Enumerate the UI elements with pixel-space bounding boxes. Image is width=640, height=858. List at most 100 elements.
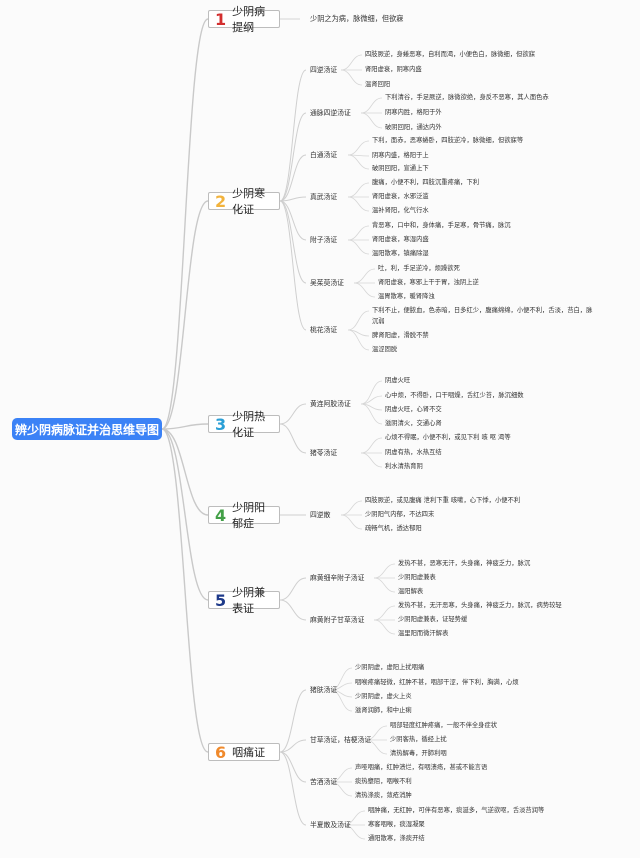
section-number: 3 bbox=[215, 414, 227, 434]
sub-branch-line bbox=[279, 112, 307, 202]
leaf-line bbox=[340, 500, 363, 516]
leaf-line bbox=[340, 514, 363, 530]
leaf-text: 四肢厥逆，身蜷恶寒，自利而渴，小便色白，脉微细，但欲寐 bbox=[365, 51, 536, 58]
leaf-line bbox=[360, 452, 383, 468]
sub-branch-line bbox=[279, 577, 307, 601]
section-number: 2 bbox=[215, 191, 227, 211]
leaf-line bbox=[373, 563, 396, 579]
leaf-text: 滋肾润肺，和中止痢 bbox=[355, 707, 412, 714]
leaf-line bbox=[365, 725, 388, 741]
leaf-line bbox=[347, 182, 370, 198]
sub-branch-line bbox=[279, 423, 307, 454]
leaf-text: 下利，面赤，恶寒蜷卧，四肢逆冷，脉微细，但欲寐等 bbox=[372, 137, 524, 144]
leaf-line bbox=[360, 112, 383, 129]
leaf-line bbox=[347, 239, 370, 255]
leaf-line bbox=[365, 739, 388, 755]
leaf-text: 温阳解表 bbox=[398, 588, 424, 595]
leaf-line bbox=[360, 380, 383, 405]
sub-branch-line bbox=[279, 196, 307, 202]
sub-node: 猪苓汤证 bbox=[310, 449, 338, 457]
leaf-line bbox=[347, 140, 370, 156]
section-label: 咽痛证 bbox=[232, 746, 266, 759]
leaf-text: 少阴阳气内郁，不达四末 bbox=[365, 511, 435, 518]
leaf-text: 咽肿痛，无红肿，可伴有恶寒，痰涎多，气逆欲呕，舌淡苔润等 bbox=[368, 807, 545, 814]
leaf-text: 清热解毒，开肺利咽 bbox=[390, 750, 447, 757]
leaf-line bbox=[373, 605, 396, 621]
sub-branch-line bbox=[279, 751, 307, 826]
leaf-text: 肾阳虚衰，寒湿内盛 bbox=[372, 236, 429, 243]
leaf-line bbox=[340, 69, 363, 86]
leaf-text: 心烦不得眠，小便不利，或见下利 咳 呕 渴等 bbox=[385, 434, 511, 441]
leaf-text: 利水清热育阴 bbox=[385, 463, 423, 470]
leaf-line bbox=[330, 781, 353, 797]
sub-node: 真武汤证 bbox=[310, 193, 338, 201]
sub-node: 麻黄附子甘草汤证 bbox=[310, 616, 365, 624]
branch-line bbox=[161, 200, 209, 430]
leaf-line bbox=[340, 54, 363, 71]
leaf-line bbox=[330, 689, 353, 712]
leaf-line bbox=[347, 225, 370, 241]
leaf-text: 阴虚有热，水热互结 bbox=[385, 449, 442, 456]
sub-node: 附子汤证 bbox=[310, 236, 338, 244]
sub-node: 半夏散及汤证 bbox=[310, 821, 351, 829]
leaf-line bbox=[373, 577, 396, 593]
leaf-line bbox=[330, 667, 353, 691]
leaf-text: 下利不止，便脓血，色赤暗，日多红少，腹痛绵绵，小便不利，舌淡，苔白，脉 bbox=[372, 307, 593, 314]
leaf-text: 发热不甚，无汗恶寒，头身痛，神疲乏力，脉沉，病势较轻 bbox=[398, 602, 562, 609]
leaf-text: 沉弱 bbox=[372, 318, 385, 325]
sub-branch-line bbox=[279, 200, 307, 284]
sub-branch-line bbox=[279, 69, 307, 202]
leaf-text: 温肾回阳 bbox=[365, 81, 391, 88]
sub-node: 白通汤证 bbox=[310, 151, 338, 159]
leaf-text: 破阴回阳，通达内外 bbox=[385, 124, 442, 131]
leaf-text: 咽喉疼痛轻微，红肿不甚，咽部干涩，伴下利，胸满，心烦 bbox=[355, 679, 519, 686]
root-title[interactable]: 辨少阴病脉证并治思维导图 bbox=[12, 418, 162, 440]
sub-node: 四逆散 bbox=[310, 511, 331, 519]
sub-branch-line bbox=[279, 599, 307, 621]
leaf-text: 温里阳而微汗解表 bbox=[398, 630, 449, 637]
section-node[interactable]: 6 咽痛证 bbox=[208, 742, 280, 762]
section-label: 少阴兼表证 bbox=[232, 586, 266, 615]
leaf-line bbox=[353, 268, 376, 284]
leaf-line bbox=[330, 767, 353, 783]
leaf-text: 阴寒内盛，格阳于上 bbox=[372, 152, 429, 159]
section-note: 少阴之为病，脉微细，但欲寐 bbox=[310, 14, 404, 23]
leaf-text: 脾肾阳虚，滑脱不禁 bbox=[372, 332, 429, 339]
leaf-text: 肾阳虚衰，水邪泛滥 bbox=[372, 193, 429, 200]
leaf-text: 温涩固脱 bbox=[372, 346, 398, 353]
sub-node: 猪肤汤证 bbox=[310, 686, 338, 694]
section-label: 少阴阳郁症 bbox=[232, 501, 266, 530]
section-label: 少阴寒化证 bbox=[232, 187, 266, 216]
sub-node: 麻黄细辛附子汤证 bbox=[310, 574, 365, 582]
sub-branch-line bbox=[279, 689, 307, 753]
leaf-text: 四肢厥逆，或见腹痛 泄利下重 咳嗽，心下悸，小便不利 bbox=[365, 497, 521, 504]
section-number: 6 bbox=[215, 742, 227, 762]
section-label: 少阴病提纲 bbox=[232, 5, 266, 34]
leaf-text: 少阴客热，循经上扰 bbox=[390, 736, 447, 743]
leaf-text: 肾阳虚衰，寒邪上干于胃，浊阴上逆 bbox=[378, 279, 479, 286]
sub-branch-line bbox=[279, 739, 307, 753]
section-number: 4 bbox=[215, 505, 227, 525]
leaf-text: 痰热壅阻，咽喉不利 bbox=[355, 778, 412, 785]
leaf-text: 清热涤痰，敛疮消肿 bbox=[355, 792, 412, 799]
leaf-line bbox=[373, 619, 396, 635]
sub-node: 四逆汤证 bbox=[310, 66, 338, 74]
leaf-text: 阴寒内胜，格阳于外 bbox=[385, 109, 442, 116]
sub-node: 通脉四逆汤证 bbox=[310, 109, 351, 117]
leaf-text: 少阴阳虚兼表，证轻势缓 bbox=[398, 616, 468, 623]
branch-line bbox=[161, 428, 209, 753]
sub-node: 黄连阿胶汤证 bbox=[310, 400, 351, 408]
leaf-text: 吐，利，手足逆冷，烦躁欲死 bbox=[378, 265, 460, 272]
leaf-text: 阴虚火旺，心肾不交 bbox=[385, 406, 442, 413]
leaf-text: 破阴回阳，宣通上下 bbox=[372, 165, 429, 172]
sub-branch-line bbox=[279, 200, 307, 331]
section-number: 1 bbox=[215, 9, 227, 29]
leaf-line bbox=[353, 282, 376, 298]
sub-node: 苦酒汤证 bbox=[310, 778, 338, 786]
